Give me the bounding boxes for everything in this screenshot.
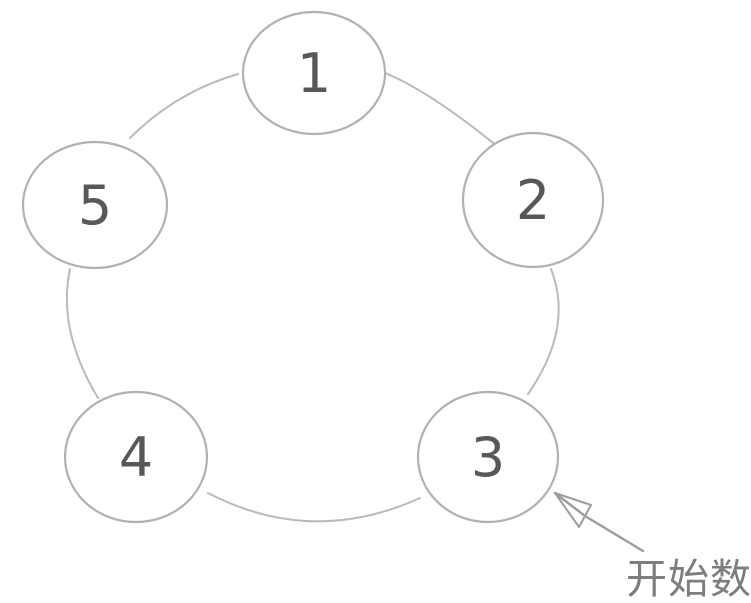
node-1: 1 (241, 10, 387, 136)
node-circle-2 (461, 131, 605, 269)
node-number-1: 1 (297, 42, 331, 105)
node-number-5: 5 (78, 174, 112, 237)
node-circle-4 (63, 390, 209, 524)
ring-arc-1 (376, 69, 504, 152)
node-5: 5 (21, 140, 169, 270)
node-number-4: 4 (119, 426, 153, 489)
node-4: 4 (63, 390, 209, 524)
arrow-shaft (583, 514, 645, 553)
node-circle-5 (21, 140, 169, 270)
annotation-start-count: 开始数 (626, 555, 751, 603)
arrow-head-crease (553, 491, 587, 518)
node-2: 2 (461, 131, 605, 269)
ring-arc-3 (207, 492, 421, 523)
node-number-2: 2 (516, 169, 550, 232)
start-arrow (553, 491, 645, 553)
ring-arcs-group (65, 69, 560, 523)
node-number-3: 3 (471, 426, 505, 489)
ring-arc-4 (65, 268, 99, 399)
ring-arc-2 (527, 268, 560, 395)
ring-arc-5 (129, 73, 239, 139)
node-circle-1 (241, 10, 387, 136)
node-3: 3 (416, 390, 560, 524)
node-group: 1 2 3 4 5 (21, 10, 605, 524)
node-circle-3 (416, 390, 560, 524)
